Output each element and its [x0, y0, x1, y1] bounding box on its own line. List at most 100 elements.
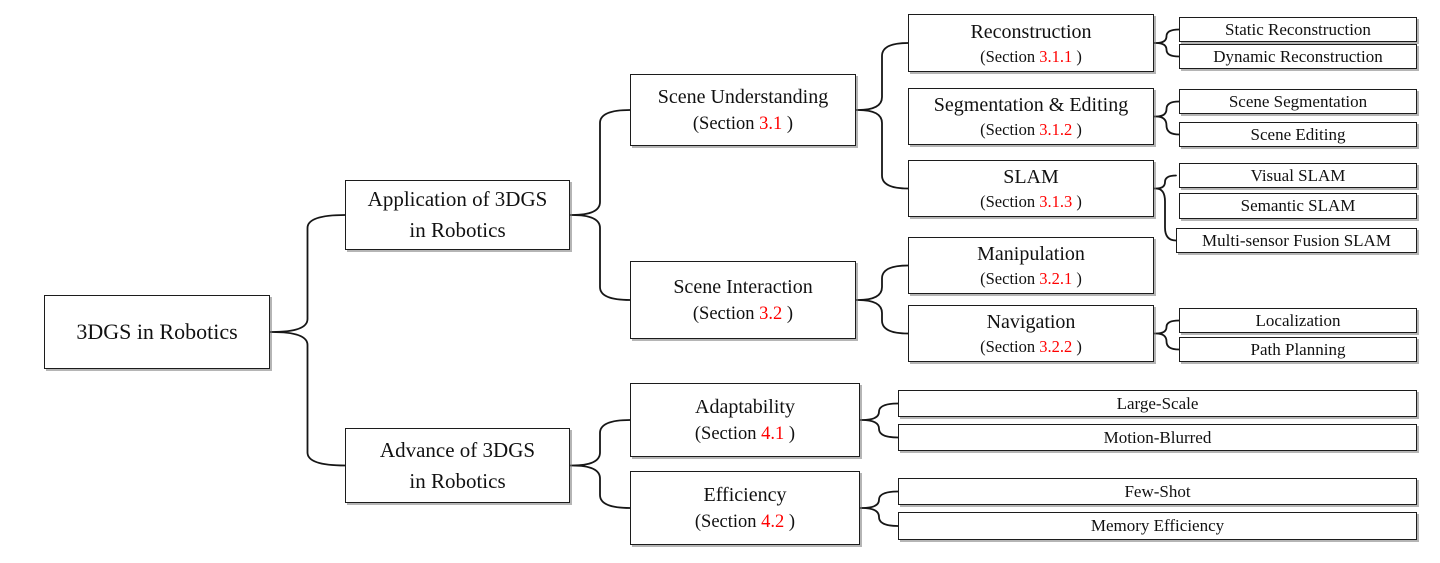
- node-label: Multi-sensor Fusion SLAM: [1202, 230, 1391, 250]
- section-label: (Section 3.1.2 ): [980, 119, 1082, 141]
- node-application: Application of 3DGS in Robotics: [345, 180, 570, 250]
- node-scene-editing: Scene Editing: [1179, 122, 1417, 147]
- section-number: 3.1.3: [1039, 192, 1073, 211]
- node-efficiency: Efficiency (Section 4.2 ): [630, 471, 860, 545]
- section-prefix: (Section: [980, 337, 1040, 356]
- node-label-line2: in Robotics: [409, 218, 506, 242]
- node-label-line1: Application of 3DGS: [367, 187, 548, 211]
- node-segmentation-editing: Segmentation & Editing (Section 3.1.2 ): [908, 88, 1154, 145]
- section-label: (Section 3.1.3 ): [980, 191, 1082, 213]
- node-label: 3DGS in Robotics: [76, 319, 238, 345]
- node-manipulation: Manipulation (Section 3.2.1 ): [908, 237, 1154, 294]
- node-label: Dynamic Reconstruction: [1213, 46, 1383, 66]
- brace-navigation: [1153, 319, 1180, 351]
- brace-scene-understanding: [855, 42, 909, 190]
- section-label: (Section 4.1 ): [695, 421, 795, 448]
- node-label: Few-Shot: [1124, 481, 1191, 501]
- section-prefix: (Section: [692, 303, 760, 324]
- section-number: 4.2: [761, 511, 785, 532]
- section-number: 4.1: [761, 423, 785, 444]
- node-label: Semantic SLAM: [1240, 196, 1356, 216]
- node-label: Motion-Blurred: [1103, 427, 1212, 447]
- node-scene-interaction: Scene Interaction (Section 3.2 ): [630, 261, 856, 339]
- brace-segmentation-editing: [1153, 100, 1180, 136]
- node-title: Segmentation & Editing: [933, 94, 1129, 116]
- node-motion-blurred: Motion-Blurred: [898, 424, 1417, 451]
- section-label: (Section 3.2.1 ): [980, 268, 1082, 290]
- node-label: Scene Editing: [1250, 124, 1346, 144]
- brace-root: [269, 214, 346, 467]
- node-navigation: Navigation (Section 3.2.2 ): [908, 305, 1154, 362]
- node-title: Scene Interaction: [673, 275, 813, 298]
- section-number: 3.2: [759, 303, 783, 324]
- section-suffix: ): [784, 511, 796, 532]
- node-static-reconstruction: Static Reconstruction: [1179, 17, 1417, 42]
- node-large-scale: Large-Scale: [898, 390, 1417, 417]
- section-label: (Section 3.1 ): [693, 111, 793, 138]
- section-suffix: ): [1072, 269, 1082, 288]
- node-multi-sensor-fusion-slam: Multi-sensor Fusion SLAM: [1176, 228, 1417, 253]
- node-label: Visual SLAM: [1250, 165, 1346, 185]
- section-suffix: ): [1072, 120, 1082, 139]
- node-label: Scene Segmentation: [1228, 91, 1368, 111]
- node-scene-understanding: Scene Understanding (Section 3.1 ): [630, 74, 856, 146]
- section-suffix: ): [1072, 192, 1082, 211]
- brace-application: [569, 109, 631, 301]
- node-reconstruction: Reconstruction (Section 3.1.1 ): [908, 14, 1154, 72]
- section-prefix: (Section: [980, 192, 1040, 211]
- node-semantic-slam: Semantic SLAM: [1179, 193, 1417, 219]
- node-title: Navigation: [986, 311, 1076, 333]
- node-label-line1: Advance of 3DGS: [379, 437, 536, 462]
- section-suffix: ): [782, 113, 794, 134]
- node-label-line2: in Robotics: [409, 468, 506, 493]
- brace-reconstruction: [1153, 28, 1180, 58]
- section-prefix: (Section: [980, 120, 1040, 139]
- section-number: 3.1.2: [1039, 120, 1073, 139]
- node-label: Path Planning: [1250, 339, 1346, 359]
- section-label: (Section 3.1.1 ): [980, 46, 1082, 68]
- section-number: 3.2.1: [1039, 269, 1073, 288]
- section-prefix: (Section: [692, 113, 760, 134]
- brace-scene-interaction: [855, 264, 909, 335]
- node-adaptability: Adaptability (Section 4.1 ): [630, 383, 860, 457]
- node-dynamic-reconstruction: Dynamic Reconstruction: [1179, 44, 1417, 69]
- node-localization: Localization: [1179, 308, 1417, 333]
- section-prefix: (Section: [980, 269, 1040, 288]
- node-label: Large-Scale: [1116, 393, 1199, 413]
- node-title: Scene Understanding: [657, 85, 829, 108]
- node-label: Localization: [1255, 310, 1341, 330]
- node-visual-slam: Visual SLAM: [1179, 163, 1417, 188]
- node-label: Memory Efficiency: [1090, 516, 1225, 536]
- section-prefix: (Section: [980, 46, 1040, 66]
- node-path-planning: Path Planning: [1179, 337, 1417, 362]
- node-root: 3DGS in Robotics: [44, 295, 270, 369]
- section-number: 3.2.2: [1039, 337, 1073, 356]
- node-slam: SLAM (Section 3.1.3 ): [908, 160, 1154, 217]
- brace-efficiency: [859, 490, 899, 527]
- section-suffix: ): [782, 303, 794, 324]
- node-scene-segmentation: Scene Segmentation: [1179, 89, 1417, 114]
- section-label: (Section 3.2 ): [693, 301, 793, 328]
- node-title: Reconstruction: [970, 20, 1092, 43]
- section-prefix: (Section: [694, 423, 762, 444]
- node-title: Adaptability: [695, 395, 795, 418]
- node-label: Static Reconstruction: [1225, 19, 1371, 39]
- section-suffix: ): [1072, 337, 1082, 356]
- node-title: SLAM: [1003, 166, 1059, 188]
- brace-adaptability: [859, 402, 899, 439]
- section-label: (Section 3.2.2 ): [980, 336, 1082, 358]
- node-few-shot: Few-Shot: [898, 478, 1417, 505]
- section-number: 3.1.1: [1039, 46, 1073, 66]
- brace-advance: [569, 419, 631, 509]
- brace-slam: [1153, 174, 1177, 242]
- node-memory-efficiency: Memory Efficiency: [898, 512, 1417, 540]
- section-suffix: ): [1072, 46, 1082, 66]
- section-prefix: (Section: [694, 511, 762, 532]
- section-number: 3.1: [759, 113, 783, 134]
- node-title: Manipulation: [977, 243, 1085, 265]
- node-title: Efficiency: [703, 483, 787, 506]
- section-label: (Section 4.2 ): [695, 509, 795, 536]
- section-suffix: ): [784, 423, 796, 444]
